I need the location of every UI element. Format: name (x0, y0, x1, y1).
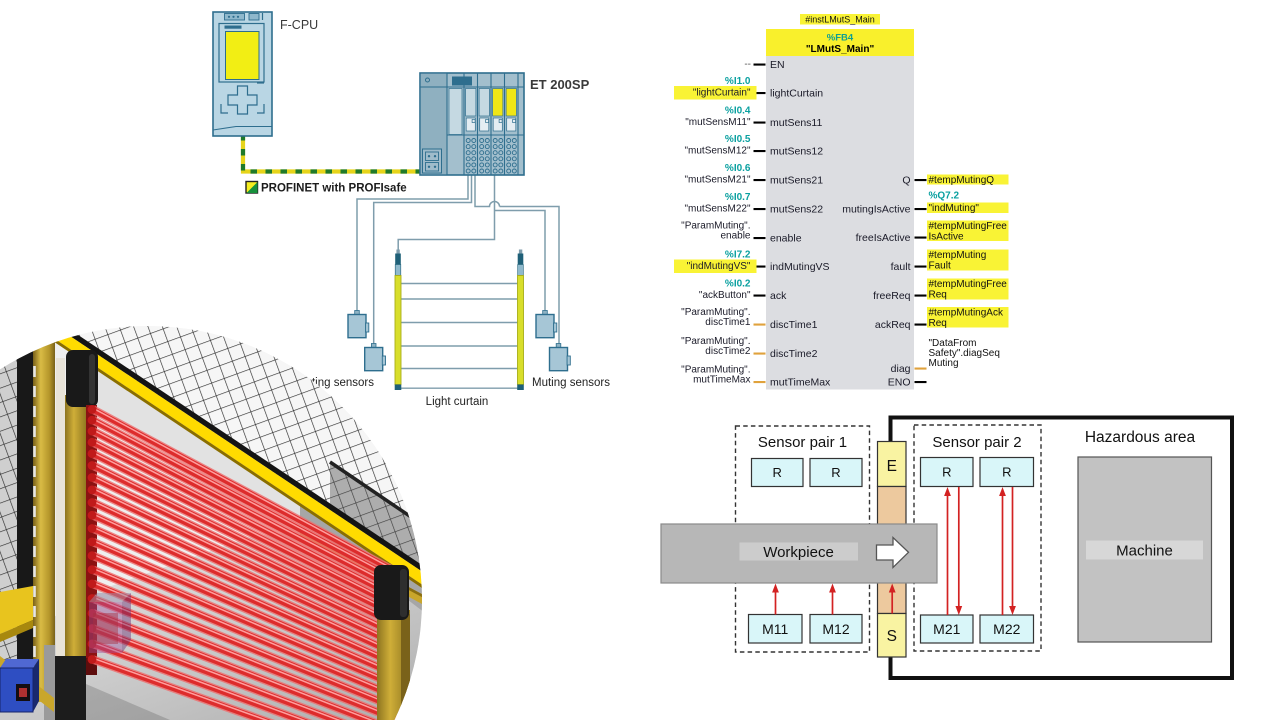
svg-text:"ParamMuting".: "ParamMuting". (681, 365, 750, 376)
svg-text:"ParamMuting".: "ParamMuting". (681, 307, 750, 318)
svg-text:"ackButton": "ackButton" (699, 290, 751, 301)
svg-text:%FB4: %FB4 (827, 33, 854, 44)
svg-text:E: E (887, 458, 897, 475)
svg-text:Hazardous area: Hazardous area (1085, 429, 1196, 446)
svg-text:Muting sensors: Muting sensors (532, 377, 610, 389)
svg-text:freeIsActive: freeIsActive (856, 232, 911, 244)
svg-text:diag: diag (891, 363, 911, 375)
svg-text:#tempMuting: #tempMuting (929, 250, 987, 261)
svg-text:"LMutS_Main": "LMutS_Main" (806, 44, 875, 55)
svg-text:discTime2: discTime2 (705, 346, 751, 357)
svg-text:discTime1: discTime1 (770, 319, 818, 331)
svg-text:"indMuting": "indMuting" (929, 203, 980, 214)
svg-text:"indMutingVS": "indMutingVS" (687, 261, 751, 272)
svg-text:ackReq: ackReq (875, 319, 911, 331)
svg-text:mutSens22: mutSens22 (770, 204, 823, 216)
svg-text:"mutSensM22": "mutSensM22" (684, 204, 750, 215)
svg-text:#tempMutingQ: #tempMutingQ (929, 175, 995, 186)
svg-text:Workpiece: Workpiece (763, 544, 834, 561)
svg-text:%I0.5: %I0.5 (725, 134, 751, 145)
svg-text:M22: M22 (993, 621, 1020, 637)
svg-text:%I0.4: %I0.4 (725, 106, 751, 117)
svg-text:R: R (1002, 465, 1011, 480)
svg-text:R: R (831, 465, 840, 480)
svg-text:discTime2: discTime2 (770, 348, 818, 360)
svg-text:ack: ack (770, 290, 787, 302)
svg-text:M11: M11 (762, 621, 788, 637)
svg-text:Sensor pair 1: Sensor pair 1 (758, 434, 847, 451)
svg-text:#instLMutS_Main: #instLMutS_Main (805, 15, 875, 25)
svg-text:mutTimeMax: mutTimeMax (770, 377, 831, 389)
svg-text:Machine: Machine (1116, 543, 1173, 560)
svg-text:mutSens12: mutSens12 (770, 146, 823, 158)
svg-text:enable: enable (770, 233, 802, 245)
svg-text:"ParamMuting".: "ParamMuting". (681, 336, 750, 347)
svg-text:--: -- (744, 59, 751, 70)
svg-text:EN: EN (770, 59, 785, 71)
svg-text:freeReq: freeReq (873, 290, 911, 302)
svg-text:fault: fault (891, 261, 911, 273)
svg-text:lightCurtain: lightCurtain (770, 88, 823, 100)
svg-text:Q: Q (902, 175, 910, 187)
svg-text:Muting: Muting (929, 358, 959, 369)
svg-text:%I1.0: %I1.0 (725, 76, 751, 87)
svg-text:%I0.2: %I0.2 (725, 279, 751, 290)
svg-text:enable: enable (720, 231, 750, 242)
svg-text:ENO: ENO (888, 377, 911, 389)
svg-text:Req: Req (929, 290, 947, 301)
svg-text:"DataFrom: "DataFrom (929, 338, 977, 349)
svg-text:"mutSensM21": "mutSensM21" (684, 175, 750, 186)
svg-text:%Q7.2: %Q7.2 (929, 191, 960, 202)
svg-text:Safety".diagSeq: Safety".diagSeq (929, 348, 1000, 359)
svg-text:mutTimeMax: mutTimeMax (693, 375, 750, 386)
svg-text:%I0.6: %I0.6 (725, 163, 751, 174)
svg-text:R: R (942, 465, 951, 480)
svg-text:"mutSensM11": "mutSensM11" (685, 117, 751, 128)
svg-text:mutingIsActive: mutingIsActive (842, 204, 910, 216)
svg-text:%I7.2: %I7.2 (725, 250, 751, 261)
svg-text:S: S (887, 628, 897, 645)
svg-text:#tempMutingFree: #tempMutingFree (929, 221, 1008, 232)
svg-text:#tempMutingFree: #tempMutingFree (929, 279, 1008, 290)
svg-text:mutSens21: mutSens21 (770, 175, 823, 187)
svg-text:mutSens11: mutSens11 (770, 117, 822, 129)
svg-text:"mutSensM12": "mutSensM12" (684, 146, 750, 157)
svg-text:M12: M12 (822, 621, 849, 637)
svg-text:#tempMutingAck: #tempMutingAck (929, 308, 1004, 319)
svg-text:indMutingVS: indMutingVS (770, 261, 830, 273)
svg-text:"ParamMuting".: "ParamMuting". (681, 221, 750, 232)
svg-text:Light curtain: Light curtain (426, 396, 489, 408)
svg-text:discTime1: discTime1 (705, 317, 751, 328)
svg-text:%I0.7: %I0.7 (725, 192, 751, 203)
svg-text:R: R (773, 465, 782, 480)
svg-text:ET 200SP: ET 200SP (530, 77, 590, 92)
svg-text:PROFINET with PROFIsafe: PROFINET with PROFIsafe (261, 183, 407, 195)
svg-text:IsActive: IsActive (929, 232, 964, 243)
svg-text:Fault: Fault (929, 261, 951, 272)
svg-text:"lightCurtain": "lightCurtain" (693, 88, 751, 99)
svg-text:F-CPU: F-CPU (280, 18, 318, 32)
svg-text:M21: M21 (933, 621, 960, 637)
svg-text:Req: Req (929, 318, 947, 329)
svg-text:Sensor pair 2: Sensor pair 2 (932, 434, 1021, 451)
